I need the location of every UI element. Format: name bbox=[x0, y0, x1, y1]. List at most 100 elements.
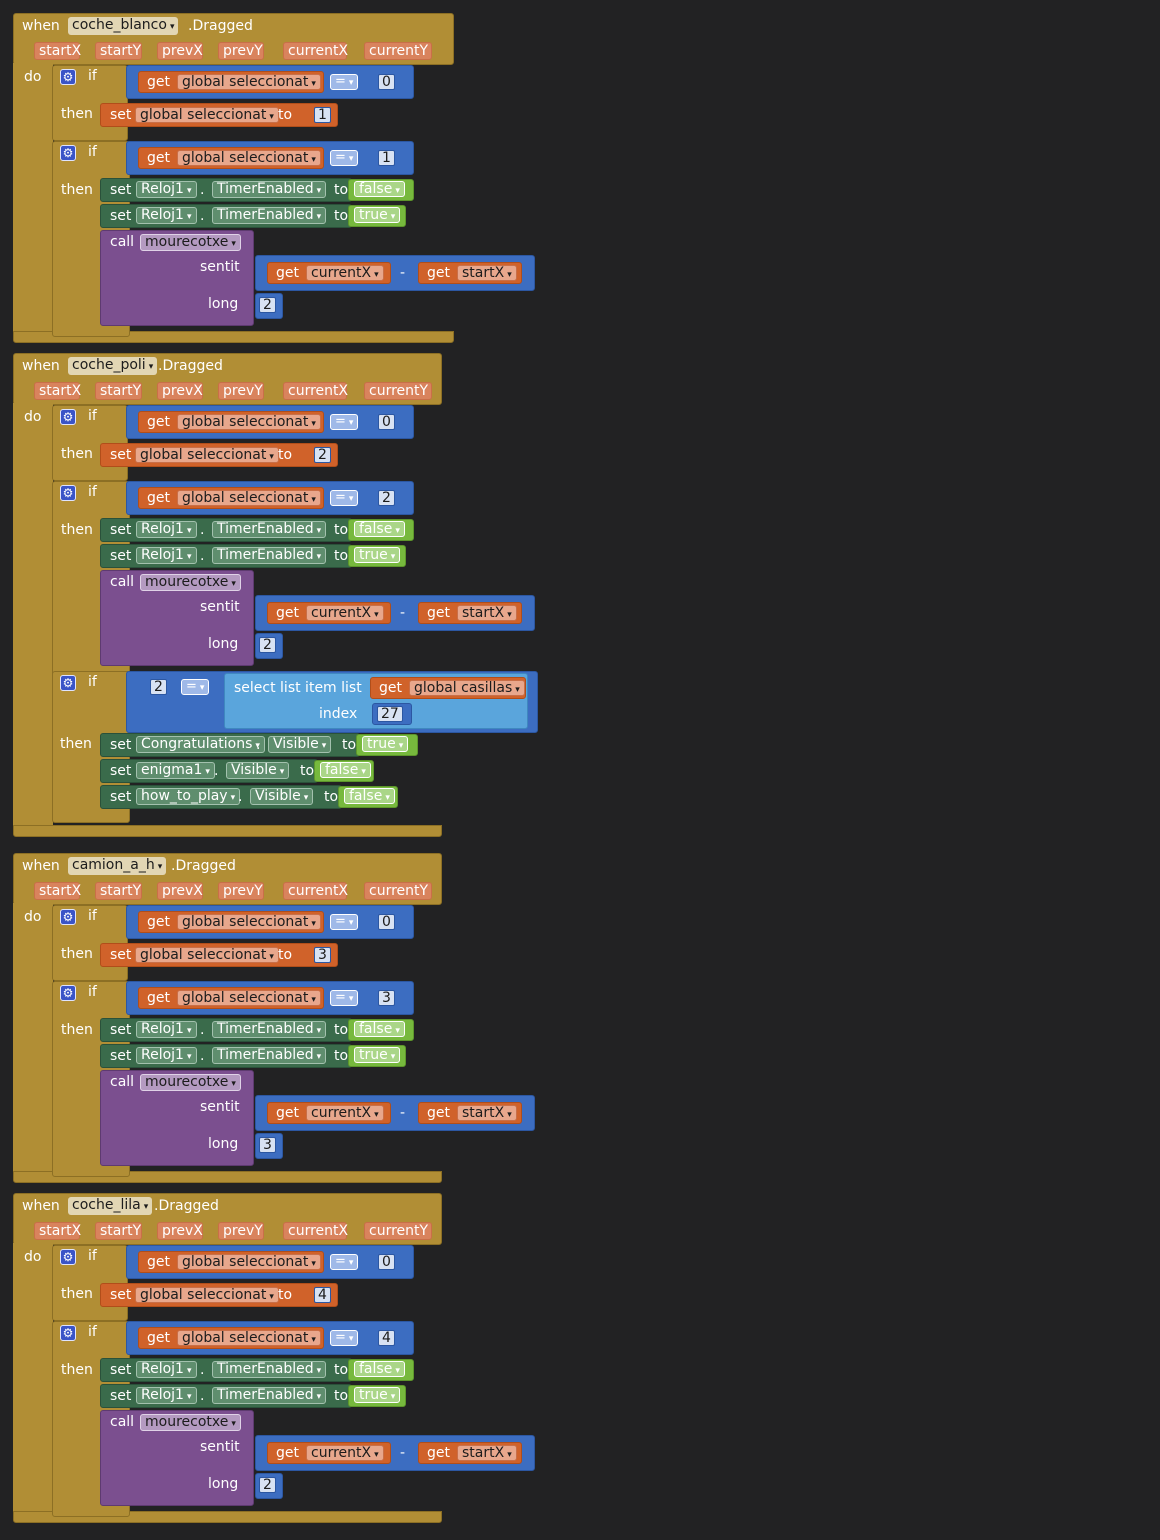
property-dropdown[interactable]: TimerEnabled▾ bbox=[212, 207, 327, 224]
number-block[interactable]: 2 bbox=[378, 490, 395, 506]
variable-dropdown[interactable]: global seleccionat▾ bbox=[177, 1330, 321, 1346]
number-block[interactable]: 3 bbox=[314, 947, 331, 963]
boolean-dropdown[interactable]: false▾ bbox=[354, 521, 405, 537]
number-block[interactable]: 1 bbox=[378, 150, 395, 166]
variable-dropdown[interactable]: global seleccionat▾ bbox=[177, 1254, 321, 1270]
property-dropdown[interactable]: TimerEnabled▾ bbox=[212, 1387, 327, 1404]
mutator-gear-icon[interactable]: ⚙ bbox=[60, 69, 76, 85]
property-dropdown[interactable]: TimerEnabled▾ bbox=[212, 1021, 327, 1038]
operator-dropdown[interactable]: =▾ bbox=[330, 990, 359, 1006]
variable-dropdown[interactable]: global seleccionat▾ bbox=[177, 150, 321, 166]
mutator-gear-icon[interactable]: ⚙ bbox=[60, 1325, 76, 1341]
component-dropdown[interactable]: Reloj1▾ bbox=[136, 1361, 197, 1378]
component-dropdown[interactable]: camion_a_h▾ bbox=[68, 857, 167, 875]
property-dropdown[interactable]: TimerEnabled▾ bbox=[212, 1361, 327, 1378]
mutator-gear-icon[interactable]: ⚙ bbox=[60, 145, 76, 161]
event-parameter[interactable]: currentY bbox=[364, 1222, 432, 1240]
boolean-dropdown[interactable]: false▾ bbox=[354, 1021, 405, 1037]
variable-dropdown[interactable]: global seleccionat▾ bbox=[135, 1287, 279, 1303]
boolean-dropdown[interactable]: false▾ bbox=[354, 181, 405, 197]
boolean-dropdown[interactable]: true▾ bbox=[354, 1047, 401, 1063]
number-block[interactable]: 2 bbox=[259, 297, 276, 313]
procedure-dropdown[interactable]: mourecotxe▾ bbox=[140, 1414, 241, 1431]
operator-dropdown[interactable]: =▾ bbox=[330, 1330, 359, 1346]
number-block[interactable]: 0 bbox=[378, 914, 395, 930]
variable-dropdown[interactable]: global casillas▾ bbox=[409, 680, 525, 696]
number-block[interactable]: 2 bbox=[259, 1477, 276, 1493]
boolean-dropdown[interactable]: true▾ bbox=[354, 1387, 401, 1403]
event-parameter[interactable]: prevX bbox=[157, 1222, 203, 1240]
operator-dropdown[interactable]: =▾ bbox=[181, 679, 210, 695]
boolean-dropdown[interactable]: true▾ bbox=[362, 736, 409, 752]
component-dropdown[interactable]: Reloj1▾ bbox=[136, 1387, 197, 1404]
component-dropdown[interactable]: Congratulations▾ bbox=[136, 736, 265, 753]
procedure-dropdown[interactable]: mourecotxe▾ bbox=[140, 234, 241, 251]
mutator-gear-icon[interactable]: ⚙ bbox=[60, 485, 76, 501]
mutator-gear-icon[interactable]: ⚙ bbox=[60, 409, 76, 425]
number-block[interactable]: 2 bbox=[314, 447, 331, 463]
variable-dropdown[interactable]: global seleccionat▾ bbox=[177, 990, 321, 1006]
mutator-gear-icon[interactable]: ⚙ bbox=[60, 1249, 76, 1265]
mutator-gear-icon[interactable]: ⚙ bbox=[60, 909, 76, 925]
event-parameter[interactable]: currentX bbox=[283, 382, 348, 400]
number-block[interactable]: 4 bbox=[378, 1330, 395, 1346]
event-parameter[interactable]: startY bbox=[95, 1222, 142, 1240]
variable-dropdown[interactable]: currentX▾ bbox=[306, 265, 384, 281]
event-parameter[interactable]: startX bbox=[34, 1222, 81, 1240]
component-dropdown[interactable]: Reloj1▾ bbox=[136, 1047, 197, 1064]
property-dropdown[interactable]: Visible▾ bbox=[250, 788, 314, 805]
number-block[interactable]: 3 bbox=[259, 1137, 276, 1153]
event-parameter[interactable]: startX bbox=[34, 382, 81, 400]
variable-dropdown[interactable]: global seleccionat▾ bbox=[177, 914, 321, 930]
property-dropdown[interactable]: TimerEnabled▾ bbox=[212, 521, 327, 538]
component-dropdown[interactable]: enigma1▾ bbox=[136, 762, 215, 779]
number-block[interactable]: 3 bbox=[378, 990, 395, 1006]
number-block[interactable]: 0 bbox=[378, 414, 395, 430]
property-dropdown[interactable]: Visible▾ bbox=[268, 736, 332, 753]
variable-dropdown[interactable]: global seleccionat▾ bbox=[177, 414, 321, 430]
number-block[interactable]: 0 bbox=[378, 1254, 395, 1270]
event-parameter[interactable]: currentY bbox=[364, 42, 432, 60]
mutator-gear-icon[interactable]: ⚙ bbox=[60, 675, 76, 691]
component-dropdown[interactable]: Reloj1▾ bbox=[136, 547, 197, 564]
variable-dropdown[interactable]: startX▾ bbox=[457, 1105, 517, 1121]
event-parameter[interactable]: startX bbox=[34, 42, 81, 60]
variable-dropdown[interactable]: currentX▾ bbox=[306, 1445, 384, 1461]
variable-dropdown[interactable]: startX▾ bbox=[457, 265, 517, 281]
operator-dropdown[interactable]: =▾ bbox=[330, 414, 359, 430]
property-dropdown[interactable]: TimerEnabled▾ bbox=[212, 1047, 327, 1064]
operator-dropdown[interactable]: =▾ bbox=[330, 490, 359, 506]
operator-dropdown[interactable]: =▾ bbox=[330, 150, 359, 166]
event-parameter[interactable]: startY bbox=[95, 882, 142, 900]
event-parameter[interactable]: prevX bbox=[157, 882, 203, 900]
event-parameter[interactable]: prevY bbox=[218, 42, 264, 60]
component-dropdown[interactable]: coche_lila▾ bbox=[68, 1197, 153, 1215]
procedure-dropdown[interactable]: mourecotxe▾ bbox=[140, 1074, 241, 1091]
property-dropdown[interactable]: Visible▾ bbox=[226, 762, 290, 779]
operator-dropdown[interactable]: =▾ bbox=[330, 914, 359, 930]
component-dropdown[interactable]: Reloj1▾ bbox=[136, 1021, 197, 1038]
boolean-dropdown[interactable]: false▾ bbox=[320, 762, 371, 778]
boolean-dropdown[interactable]: false▾ bbox=[354, 1361, 405, 1377]
number-block[interactable]: 2 bbox=[259, 637, 276, 653]
component-dropdown[interactable]: Reloj1▾ bbox=[136, 207, 197, 224]
boolean-dropdown[interactable]: true▾ bbox=[354, 547, 401, 563]
event-parameter[interactable]: startX bbox=[34, 882, 81, 900]
operator-dropdown[interactable]: =▾ bbox=[330, 74, 359, 90]
component-dropdown[interactable]: Reloj1▾ bbox=[136, 181, 197, 198]
event-parameter[interactable]: currentY bbox=[364, 382, 432, 400]
event-parameter[interactable]: currentX bbox=[283, 42, 348, 60]
event-parameter[interactable]: prevY bbox=[218, 1222, 264, 1240]
event-parameter[interactable]: prevY bbox=[218, 882, 264, 900]
